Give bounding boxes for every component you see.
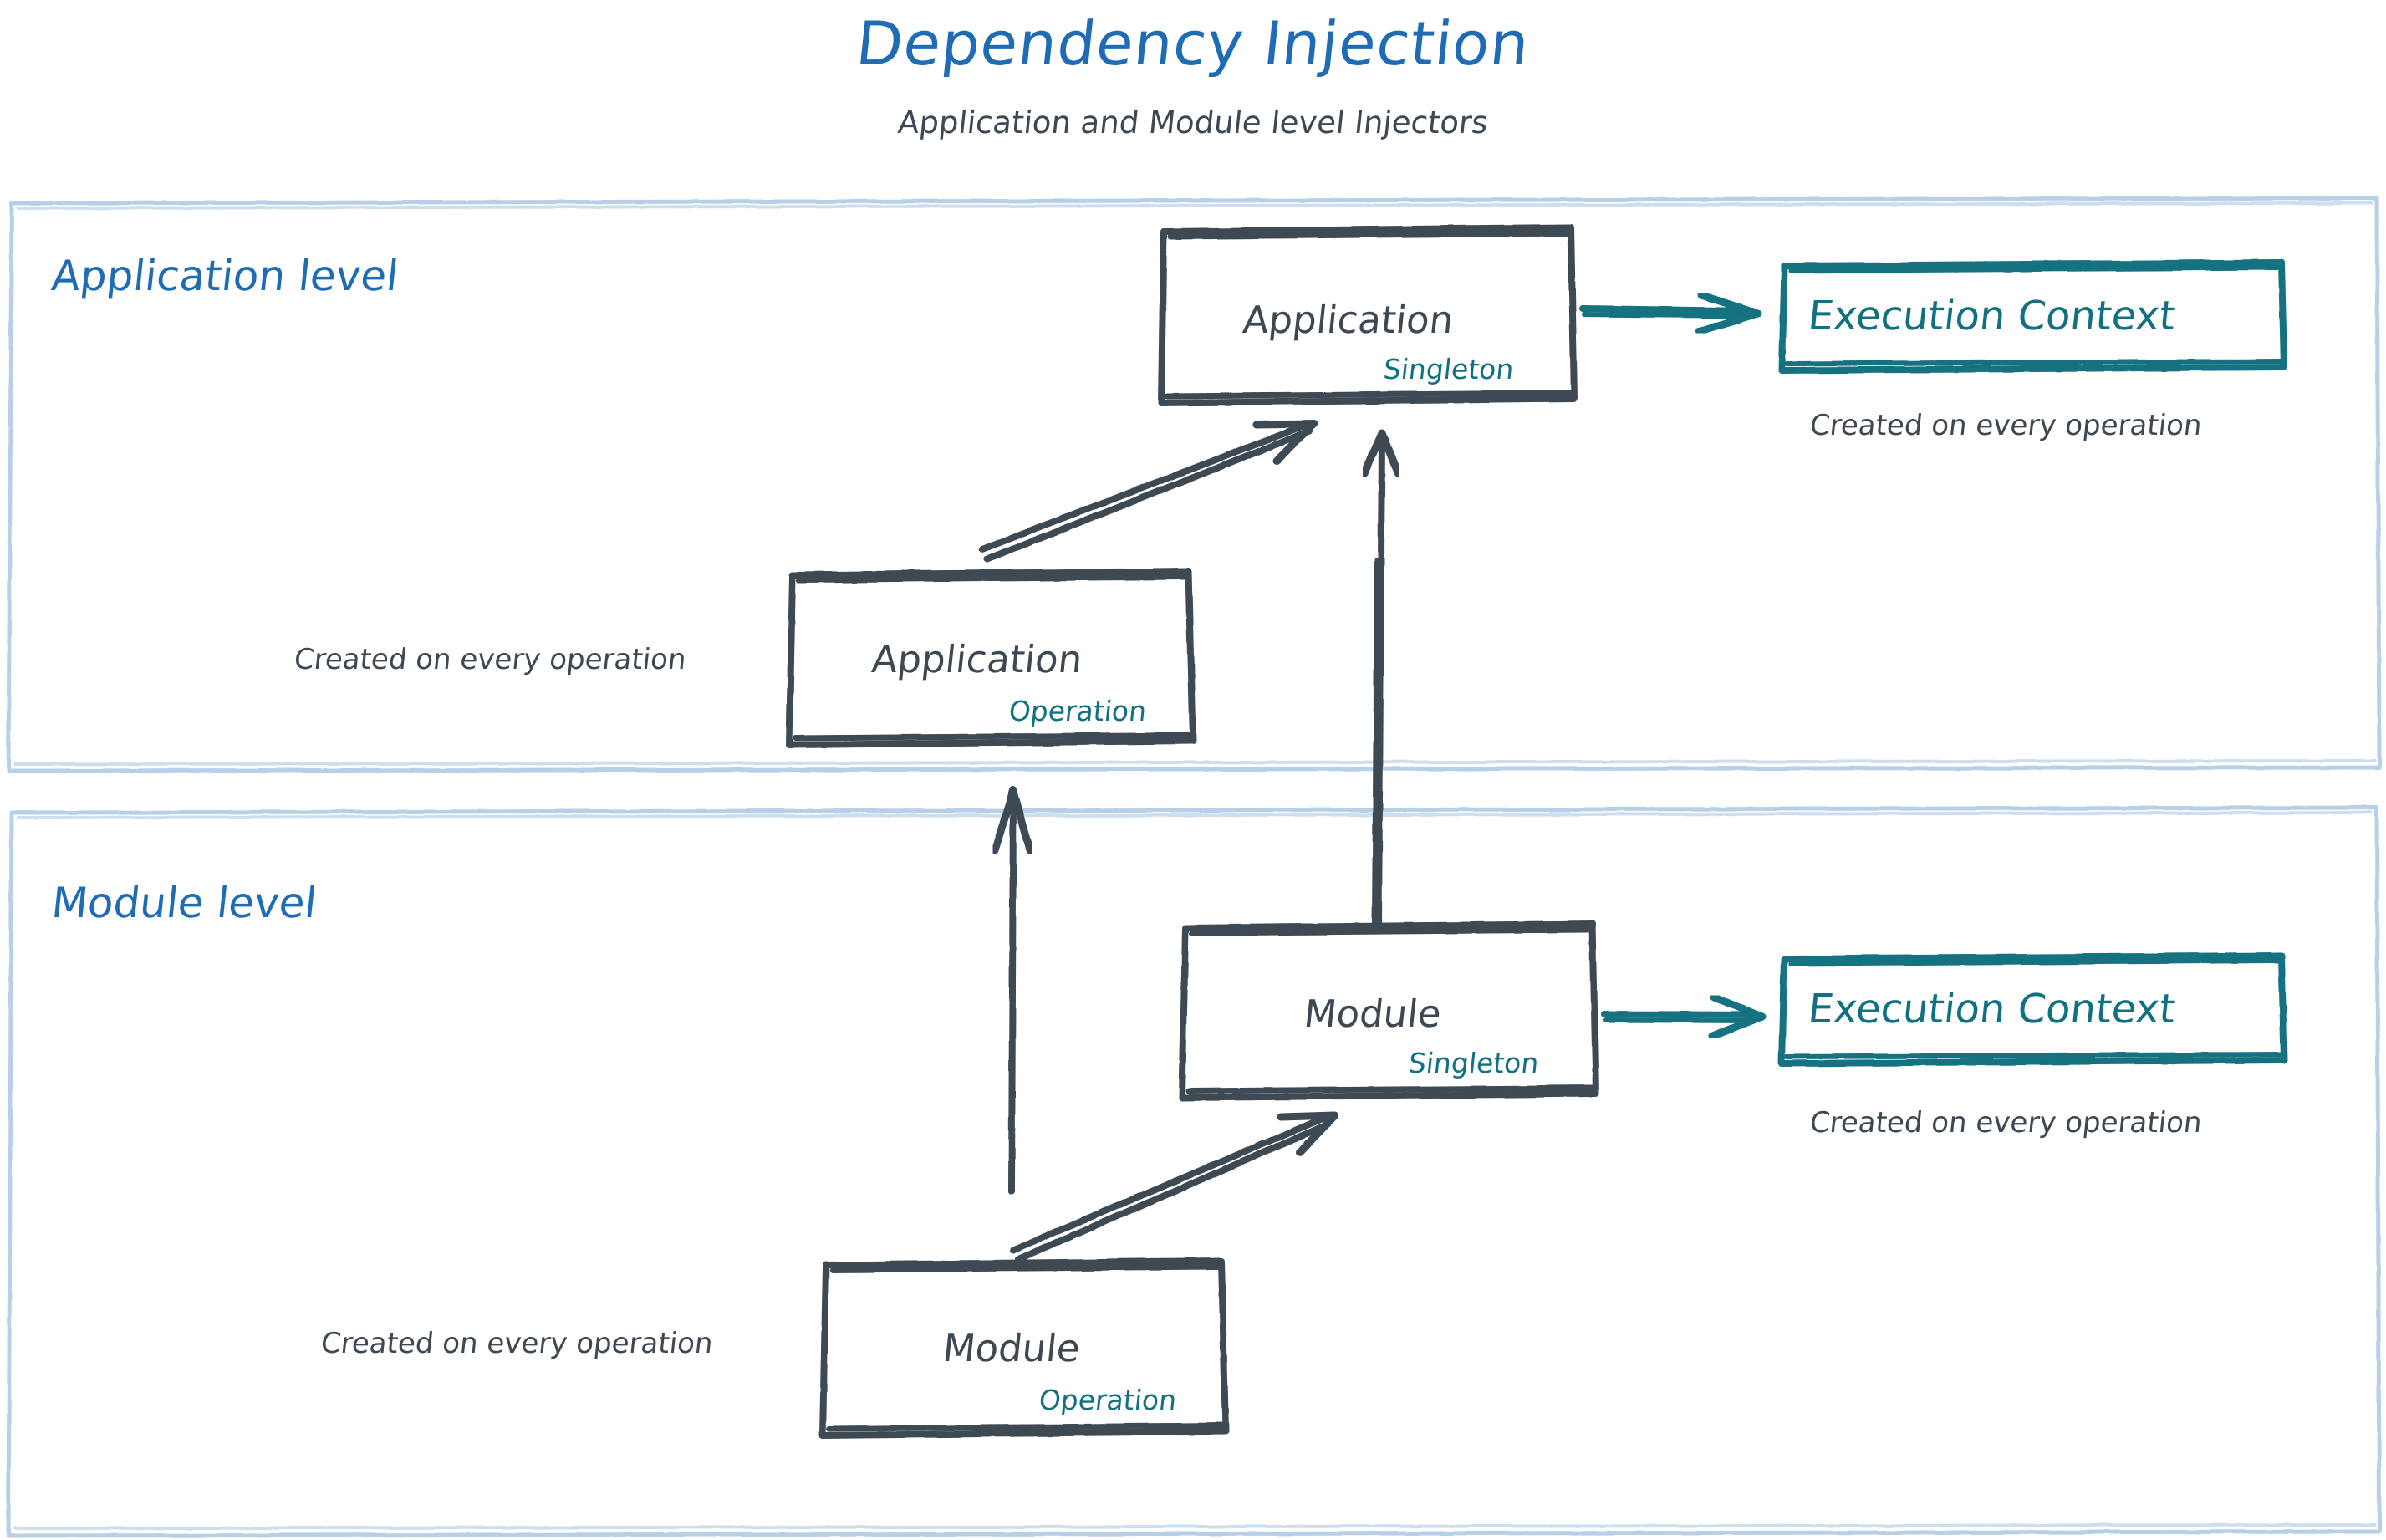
arrow-module-operation-to-app-operation: [991, 786, 1034, 1195]
box-application-singleton-title: Application: [1241, 298, 1456, 342]
box-application-execution-context-title: Execution Context: [1806, 293, 2178, 339]
box-module-singleton-title: Module: [1302, 992, 1444, 1036]
box-application-singleton-scope: Singleton: [1381, 353, 1516, 385]
note-module-execution-context: Created on every operation: [1807, 1106, 2204, 1140]
box-module-execution-context-title: Execution Context: [1806, 986, 2178, 1033]
panel-label-module-level: Module level: [48, 879, 319, 927]
arrow-module-singleton-to-execution-context: [1601, 993, 1767, 1040]
note-module-operation: Created on every operation: [319, 1327, 715, 1360]
box-application-operation-title: Application: [869, 637, 1085, 681]
box-module-operation-title: Module: [941, 1326, 1083, 1370]
box-module-singleton-scope: Singleton: [1406, 1047, 1541, 1079]
arrow-app-operation-to-app-singleton: [979, 420, 1318, 563]
arrow-module-singleton-to-app-singleton: [1360, 429, 1402, 930]
arrow-app-singleton-to-execution-context: [1579, 291, 1762, 335]
page-title: Dependency Injection: [853, 8, 1533, 79]
box-module-operation-scope: Operation: [1037, 1384, 1179, 1416]
note-application-operation: Created on every operation: [292, 643, 688, 676]
page-subtitle: Application and Module level Injectors: [896, 105, 1490, 140]
note-application-execution-context: Created on every operation: [1807, 409, 2204, 442]
panel-module-level-border: [6, 805, 2382, 1538]
arrow-module-operation-to-module-singleton: [1010, 1111, 1339, 1262]
box-application-operation-scope: Operation: [1007, 695, 1149, 727]
panel-label-application-level: Application level: [48, 252, 401, 300]
